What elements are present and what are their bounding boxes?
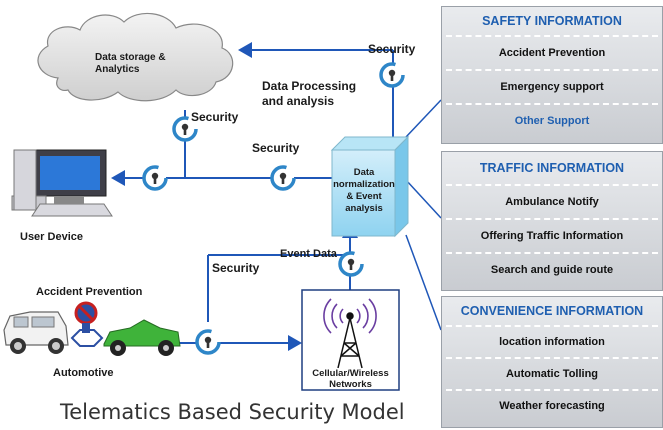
radio-waves-icon: [323, 298, 377, 334]
panel-title: CONVENIENCE INFORMATION: [460, 304, 644, 318]
normalization-label: Data normalization & Event analysis: [333, 167, 395, 214]
panel-item: Search and guide route: [490, 264, 614, 276]
normalization-box-front: [331, 149, 396, 237]
security-label: Security: [368, 42, 416, 56]
security-label: Security: [212, 261, 260, 275]
panel-title: TRAFFIC INFORMATION: [479, 161, 625, 175]
tower-icon: [337, 312, 363, 369]
security-label: Security: [252, 141, 300, 155]
security-lock-icon: [172, 116, 198, 142]
divider: [446, 35, 658, 37]
white-car-icon: [3, 311, 69, 354]
panel-title: SAFETY INFORMATION: [482, 14, 622, 28]
panel-item: Accident Prevention: [498, 47, 606, 59]
security-label: Security: [191, 110, 239, 124]
green-car-icon: [103, 319, 181, 356]
divider: [446, 69, 658, 71]
panel-safety-information: SAFETY INFORMATION Accident Prevention E…: [441, 6, 663, 144]
diagram-title: Telematics Based Security Model: [60, 400, 405, 424]
panel-item: Other Support: [514, 115, 590, 127]
network-box: [301, 289, 400, 391]
no-entry-sign-icon: [74, 301, 98, 333]
panel-item: Emergency support: [500, 81, 604, 93]
divider: [446, 389, 658, 391]
processing-label: Data Processing and analysis: [262, 79, 357, 108]
divider: [446, 357, 658, 359]
panel-item: Automatic Tolling: [505, 368, 599, 380]
security-lock-icon: [338, 251, 364, 277]
network-label: Cellular/Wireless Networks: [312, 368, 389, 390]
panel-convenience-information: CONVENIENCE INFORMATION location informa…: [441, 296, 663, 428]
security-lock-icon: [270, 165, 296, 191]
cloud-label: Data storage & Analytics: [95, 52, 166, 75]
normalization-box-side: [394, 135, 409, 238]
user-device-icon: [11, 149, 113, 217]
divider: [446, 252, 658, 254]
panel-item: Ambulance Notify: [505, 196, 599, 208]
security-lock-icon: [379, 62, 405, 88]
accident-prevention-label: Accident Prevention: [36, 286, 143, 298]
connector-icon: [70, 329, 104, 347]
cloud-shape: [37, 12, 234, 102]
security-lock-icon: [142, 165, 168, 191]
event-data-label: Event Data: [280, 248, 337, 260]
automotive-label: Automotive: [53, 367, 114, 379]
panel-traffic-information: TRAFFIC INFORMATION Ambulance Notify Off…: [441, 151, 663, 291]
security-lock-icon: [195, 329, 221, 355]
user-device-label: User Device: [20, 231, 83, 243]
divider: [446, 325, 658, 327]
panel-item: Offering Traffic Information: [480, 230, 624, 242]
divider: [446, 184, 658, 186]
divider: [446, 103, 658, 105]
panel-item: Weather forecasting: [499, 400, 605, 412]
divider: [446, 218, 658, 220]
panel-item: location information: [499, 336, 605, 348]
